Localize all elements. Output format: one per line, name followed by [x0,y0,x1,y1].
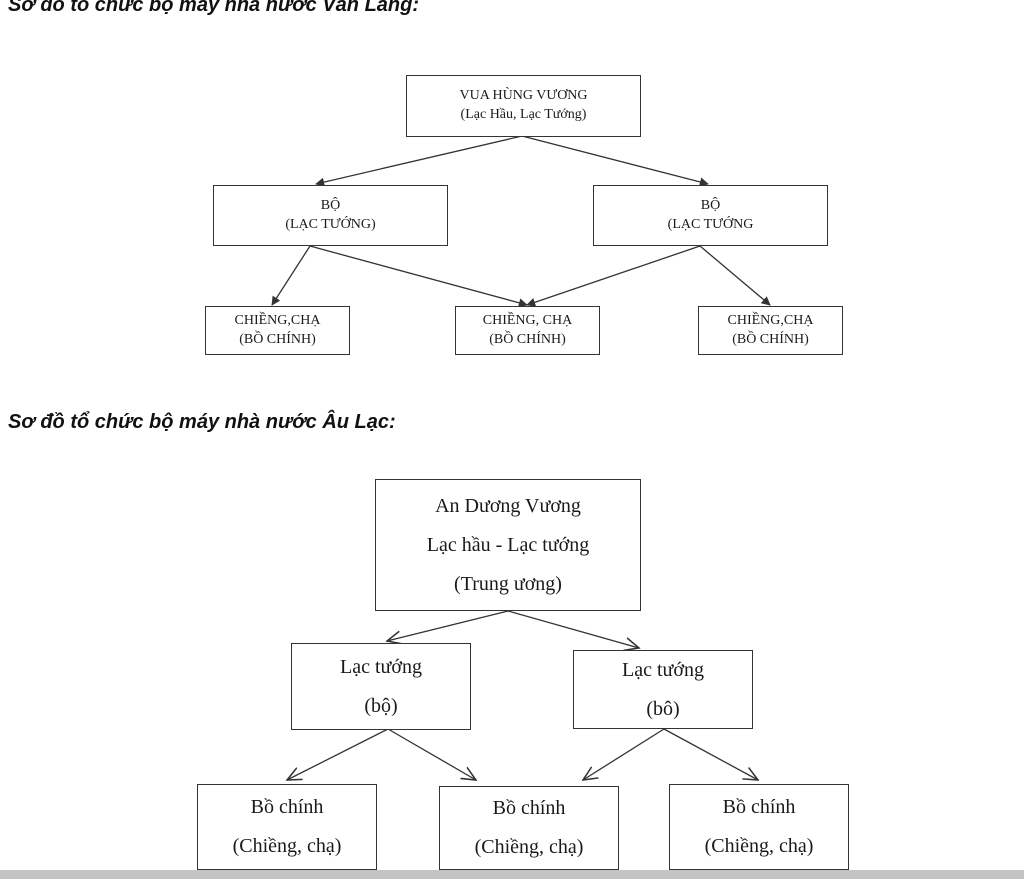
node-line: (Chiềng, chạ) [474,836,584,858]
node-line: Bồ chính [492,797,566,819]
node-line: (Chiềng, chạ) [232,835,342,857]
node-line: VUA HÙNG VƯƠNG [459,88,588,104]
link-bo-right-leaf-right [699,245,771,306]
node-line: (LẠC TƯỚNG [667,216,754,232]
node-line: (bộ) [364,694,398,717]
node-line: Bồ chính [722,796,796,818]
node-line: Lạc hầu - Lạc tướng [426,533,590,556]
node-chieng-cha-left: CHIỀNG,CHẠ (BỒ CHÍNH) [205,306,350,355]
node-line: (Lạc Hầu, Lạc Tướng) [460,107,587,122]
node-line: An Dương Vương [435,494,581,517]
node-bo-left: BỘ (LẠC TƯỚNG) [213,185,448,246]
link-root2-bo-right [507,610,639,648]
node-bo-chinh-1: Bồ chính (Chiềng, chạ) [197,784,377,870]
link-bo-left-leaf-left [271,245,311,306]
node-line: (Trung ương) [454,572,562,595]
node-line: (bô) [646,697,680,720]
node-line: BỘ [320,197,341,213]
node-line: Lạc tướng [622,658,704,681]
node-line: (Chiềng, chạ) [704,835,814,857]
node-line: Bồ chính [250,796,324,818]
node-lac-tuong-left: Lạc tướng (bộ) [291,643,471,730]
link-bo2-left-leaf1 [287,728,389,780]
node-line: (BỒ CHÍNH) [239,331,316,347]
node-line: (LẠC TƯỚNG) [285,216,376,232]
node-bo-right: BỘ (LẠC TƯỚNG [593,185,828,246]
node-lac-tuong-right: Lạc tướng (bô) [573,650,753,729]
node-line: CHIỀNG,CHẠ [234,312,321,328]
node-bo-chinh-2: Bồ chính (Chiềng, chạ) [439,786,619,870]
link-bo2-right-leaf2 [583,728,665,780]
node-line: CHIỀNG,CHẠ [727,312,814,328]
node-bo-chinh-3: Bồ chính (Chiềng, chạ) [669,784,849,870]
node-chieng-cha-right: CHIỀNG,CHẠ (BỒ CHÍNH) [698,306,843,355]
link-bo-left-leaf-mid [309,245,528,308]
node-an-duong-vuong: An Dương Vương Lạc hầu - Lạc tướng (Trun… [375,479,641,611]
node-chieng-cha-mid: CHIỀNG, CHẠ (BỒ CHÍNH) [455,306,600,355]
node-line: (BỒ CHÍNH) [489,331,566,347]
link-bo-right-leaf-mid [526,245,701,307]
node-vua-hung-vuong: VUA HÙNG VƯƠNG (Lạc Hầu, Lạc Tướng) [406,75,641,137]
node-line: BỘ [700,197,721,213]
link-root-bo-right [521,135,709,187]
node-line: Lạc tướng [340,655,422,678]
diagram2-heading: Sơ đồ tổ chức bộ máy nhà nước Âu Lạc: [8,411,396,433]
link-root2-bo-left [387,610,509,641]
link-bo2-right-leaf3 [663,728,758,780]
link-root-bo-left [315,135,523,187]
node-line: CHIỀNG, CHẠ [482,312,573,328]
link-bo2-left-leaf2 [387,728,476,780]
diagram1-heading: Sơ đồ tổ chức bộ máy nhà nước Văn Lang: [8,0,420,16]
bottom-scroll-bar [0,870,1024,879]
node-line: (BỒ CHÍNH) [732,331,809,347]
